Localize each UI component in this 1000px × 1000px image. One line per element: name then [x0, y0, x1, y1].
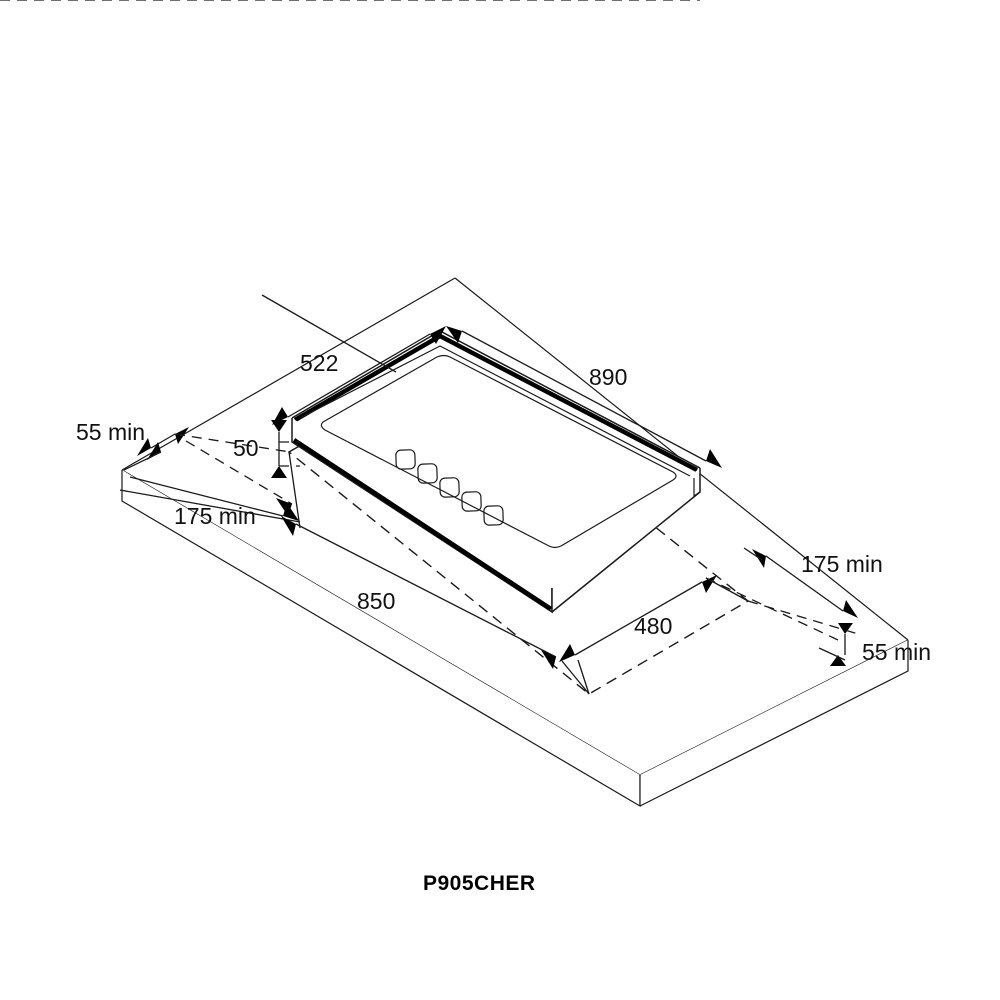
dim-55-left-arrow-a — [137, 438, 151, 456]
dim-480-ext-lower — [577, 659, 590, 695]
dim-55-right-arrow-bottom — [830, 655, 846, 666]
cooktop-recessed-surface — [320, 354, 677, 549]
dim-55-left-ext2 — [123, 451, 162, 471]
dimension-label-175-min-left: 175 min — [174, 503, 256, 529]
control-knob[interactable] — [395, 449, 416, 470]
countertop-thickness-front-right-outline — [639, 640, 909, 807]
dim-890-arrow-left — [446, 326, 462, 343]
control-knob-group — [395, 449, 504, 526]
dimension-clearance-175-left — [119, 440, 301, 523]
countertop-thickness-front-left — [122, 470, 640, 806]
dim-850-arrow-right — [541, 650, 556, 669]
dimension-label-175-min-right: 175 min — [801, 551, 883, 577]
dim-175-left-line — [129, 476, 284, 517]
dim-175-left-line-lower — [119, 489, 301, 523]
cooktop-front-bottom-heavy — [292, 438, 553, 611]
dim-480-arrow-lower — [559, 644, 575, 662]
dimension-cutout-850 — [281, 451, 590, 695]
dimension-label-480: 480 — [634, 613, 672, 639]
dimension-label-850: 850 — [357, 588, 395, 614]
dimension-label-50: 50 — [233, 435, 259, 461]
cooktop-body — [291, 330, 701, 614]
dim-522-line — [287, 333, 431, 418]
dimension-label-522: 522 — [300, 350, 338, 376]
dim-55-left-arrow-c — [147, 442, 161, 460]
dimension-clearance-55-left — [123, 427, 291, 471]
dimension-clearance-175-right — [0, 0, 858, 641]
dim-175-right-line — [765, 555, 844, 612]
dim-522-arrow-upper — [430, 326, 446, 344]
dim-850-ext-left — [288, 451, 301, 529]
cooktop-side-face-right — [552, 468, 700, 612]
dim-890-line — [461, 330, 707, 462]
dim-55-left-ext — [174, 433, 291, 453]
dim-50-arrow-top — [271, 420, 287, 432]
cooktop-right-lip — [693, 478, 701, 498]
dim-55-right-ext — [818, 647, 846, 661]
dim-175-right-ext-dash — [705, 577, 839, 641]
dimension-edge-thickness-50 — [271, 420, 300, 478]
control-knob[interactable] — [417, 463, 438, 484]
dim-480-line — [574, 581, 703, 656]
dim-175-left-arrow-upper — [276, 498, 292, 516]
dim-55-left-line — [150, 433, 176, 449]
dim-175-right-ext-tick — [743, 547, 763, 561]
dim-850-line — [295, 523, 557, 658]
dim-850-arrow-left — [281, 516, 296, 536]
dimension-label-890: 890 — [589, 364, 627, 390]
control-knob[interactable] — [483, 505, 504, 526]
dimension-hob-width-890 — [446, 326, 722, 468]
dim-55-right-arrow-top — [838, 623, 853, 634]
cooktop-side-face-left — [292, 418, 552, 612]
dim-175-left-ext-upper — [185, 440, 293, 505]
dim-55-right-ext-dash — [747, 600, 859, 635]
dim-175-right-arrow-lower — [843, 600, 858, 618]
dimension-label-55-min-left: 55 min — [76, 419, 145, 445]
dim-480-arrow-upper — [702, 575, 717, 593]
cooktop-rim-inner-offset — [299, 345, 691, 477]
dimension-clearance-55-right — [747, 600, 859, 666]
dimension-label-55-min-right: 55 min — [862, 639, 931, 665]
dim-890-arrow-right — [706, 449, 722, 468]
dim-50-arrow-bottom — [271, 466, 287, 478]
control-knob[interactable] — [461, 491, 482, 512]
countertop-thickness-front-right — [640, 640, 908, 806]
dimension-cutout-480 — [559, 575, 749, 695]
model-name-label: P905CHER — [423, 872, 536, 895]
dim-522-leader — [261, 294, 397, 373]
dim-850-ext-right — [561, 660, 590, 695]
control-knob[interactable] — [439, 477, 460, 498]
